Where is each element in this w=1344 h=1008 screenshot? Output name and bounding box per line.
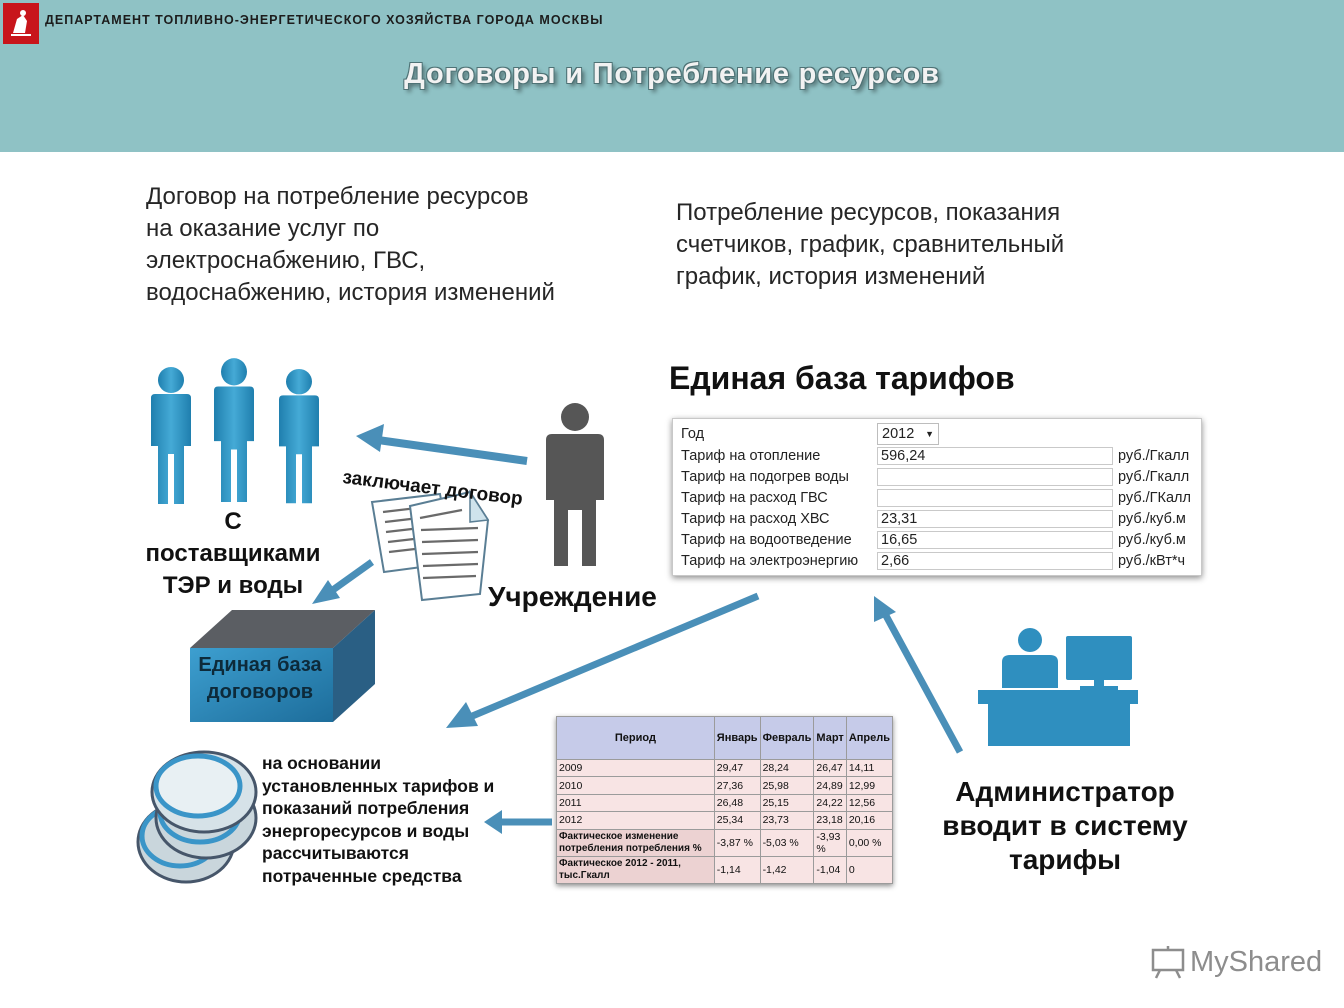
column-header: Период <box>556 716 715 760</box>
table-header-row: Период Январь Февраль Март Апрель <box>556 716 894 760</box>
table-cell: 26,48 <box>713 793 761 813</box>
table-cell: 23,18 <box>813 811 847 830</box>
table-cell: 27,36 <box>713 776 761 795</box>
column-header: Апрель <box>845 716 894 760</box>
arrow-to-suppliers-icon <box>356 424 528 465</box>
moscow-emblem-icon <box>3 3 39 44</box>
documents-icon <box>370 489 490 602</box>
tariff-input[interactable] <box>877 489 1113 507</box>
table-cell: 20,16 <box>845 811 894 830</box>
table-cell: 0,00 % <box>845 828 894 857</box>
administrator-desk-icon <box>978 628 1138 746</box>
table-cell: Фактическое 2012 - 2011, тыс.Гкалл <box>556 855 715 885</box>
page-title: Договоры и Потребление ресурсов <box>404 58 940 90</box>
watermark-logo: MyShared <box>1190 946 1323 978</box>
table-cell: 25,34 <box>713 811 761 830</box>
tariff-unit: руб./ГКалл <box>1118 490 1191 506</box>
table-cell: 2009 <box>556 758 715 778</box>
table-cell: 0 <box>845 855 894 885</box>
contracts-db-label: Единая база договоров <box>198 654 322 703</box>
table-row: Фактическое 2012 - 2011, тыс.Гкалл -1,14… <box>556 855 894 885</box>
tariff-form: Год 2012 ▼ Тариф на отопление 596,24 руб… <box>672 418 1202 576</box>
presentation-icon <box>1150 944 1186 985</box>
header-banner <box>0 0 1344 152</box>
table-cell: 2012 <box>556 811 715 830</box>
table-row: 2012 25,34 23,73 23,18 20,16 <box>556 811 894 830</box>
table-cell: 26,47 <box>813 758 847 778</box>
table-cell: 2010 <box>556 776 715 795</box>
tariff-unit: руб./куб.м <box>1118 511 1186 527</box>
tariff-row: Тариф на отопление 596,24 руб./Гкалл <box>681 446 1189 466</box>
tariff-input[interactable]: 2,66 <box>877 552 1113 570</box>
tariffs-heading: Единая база тарифов <box>669 360 1015 396</box>
column-header: Март <box>813 716 847 760</box>
coins-icon <box>136 750 258 884</box>
table-cell: 25,15 <box>759 793 815 813</box>
suppliers-label: С поставщиками ТЭР и воды <box>145 508 321 599</box>
institution-person-icon <box>546 403 604 566</box>
tariff-label: Тариф на расход ГВС <box>681 490 828 506</box>
department-name: ДЕПАРТАМЕНТ ТОПЛИВНО-ЭНЕРГЕТИЧЕСКОГО ХОЗ… <box>45 13 604 27</box>
table-cell: -5,03 % <box>759 828 815 857</box>
table-row: 2009 29,47 28,24 26,47 14,11 <box>556 758 894 778</box>
table-row: 2010 27,36 25,98 24,89 12,99 <box>556 776 894 795</box>
tariff-input[interactable] <box>877 468 1113 486</box>
calculation-description: на основании установленных тарифов и пок… <box>262 753 495 886</box>
tariff-row: Тариф на расход ГВС руб./ГКалл <box>681 488 1191 508</box>
table-cell: 28,24 <box>759 758 815 778</box>
table-cell: 24,89 <box>813 776 847 795</box>
column-header: Февраль <box>759 716 815 760</box>
year-select[interactable]: 2012 ▼ <box>877 423 939 445</box>
tariff-unit: руб./Гкалл <box>1118 448 1190 464</box>
consumption-description: Потребление ресурсов, показания счетчико… <box>676 199 1065 290</box>
year-value: 2012 <box>882 426 915 442</box>
consumption-table: Период Январь Февраль Март Апрель 2009 2… <box>556 716 894 885</box>
table-cell: 2011 <box>556 793 715 813</box>
table-cell: -1,42 <box>759 855 815 885</box>
table-cell: 12,99 <box>845 776 894 795</box>
table-cell: -3,93 % <box>813 828 847 857</box>
contracts-db-box-icon <box>190 610 375 722</box>
arrow-admin-to-tariffs-icon <box>874 596 964 754</box>
tariff-year-row: Год 2012 ▼ <box>681 423 939 445</box>
tariff-input[interactable]: 23,31 <box>877 510 1113 528</box>
table-row: 2011 26,48 25,15 24,22 12,56 <box>556 793 894 813</box>
administrator-label: Администратор вводит в систему тарифы <box>942 776 1188 875</box>
table-cell: 29,47 <box>713 758 761 778</box>
tariff-row: Тариф на расход ХВС 23,31 руб./куб.м <box>681 509 1186 529</box>
table-cell: -1,04 <box>813 855 847 885</box>
tariff-row: Тариф на водоотведение 16,65 руб./куб.м <box>681 530 1186 550</box>
arrow-to-contracts-db-icon <box>312 559 375 604</box>
tariff-label: Тариф на электроэнергию <box>681 553 859 569</box>
column-header: Январь <box>713 716 761 760</box>
tariff-label: Тариф на водоотведение <box>681 532 852 548</box>
tariff-label: Тариф на отопление <box>681 448 821 464</box>
institution-label: Учреждение <box>488 581 657 612</box>
table-cell: 24,22 <box>813 793 847 813</box>
tariff-unit: руб./кВт*ч <box>1118 553 1186 569</box>
tariff-input[interactable]: 596,24 <box>877 447 1113 465</box>
year-label: Год <box>681 426 705 442</box>
table-cell: 14,11 <box>845 758 894 778</box>
tariff-label: Тариф на расход ХВС <box>681 511 830 527</box>
table-cell: 12,56 <box>845 793 894 813</box>
tariff-unit: руб./куб.м <box>1118 532 1186 548</box>
tariff-input[interactable]: 16,65 <box>877 531 1113 549</box>
tariff-row: Тариф на электроэнергию 2,66 руб./кВт*ч <box>681 551 1185 571</box>
contract-description: Договор на потребление ресурсов на оказа… <box>146 183 555 306</box>
arrow-table-to-calc-icon <box>484 810 552 834</box>
table-cell: -1,14 <box>713 855 761 885</box>
dropdown-arrow-icon: ▼ <box>925 429 934 439</box>
arrow-tariffs-to-calc-icon <box>446 592 760 728</box>
suppliers-people-icon <box>151 358 319 504</box>
table-row: Фактическое изменение потребления потреб… <box>556 828 894 857</box>
table-cell: 25,98 <box>759 776 815 795</box>
table-cell: 23,73 <box>759 811 815 830</box>
tariff-label: Тариф на подогрев воды <box>681 469 849 485</box>
table-cell: Фактическое изменение потребления потреб… <box>556 828 715 857</box>
table-cell: -3,87 % <box>713 828 761 857</box>
tariff-unit: руб./Гкалл <box>1118 469 1190 485</box>
tariff-row: Тариф на подогрев воды руб./Гкалл <box>681 467 1189 487</box>
